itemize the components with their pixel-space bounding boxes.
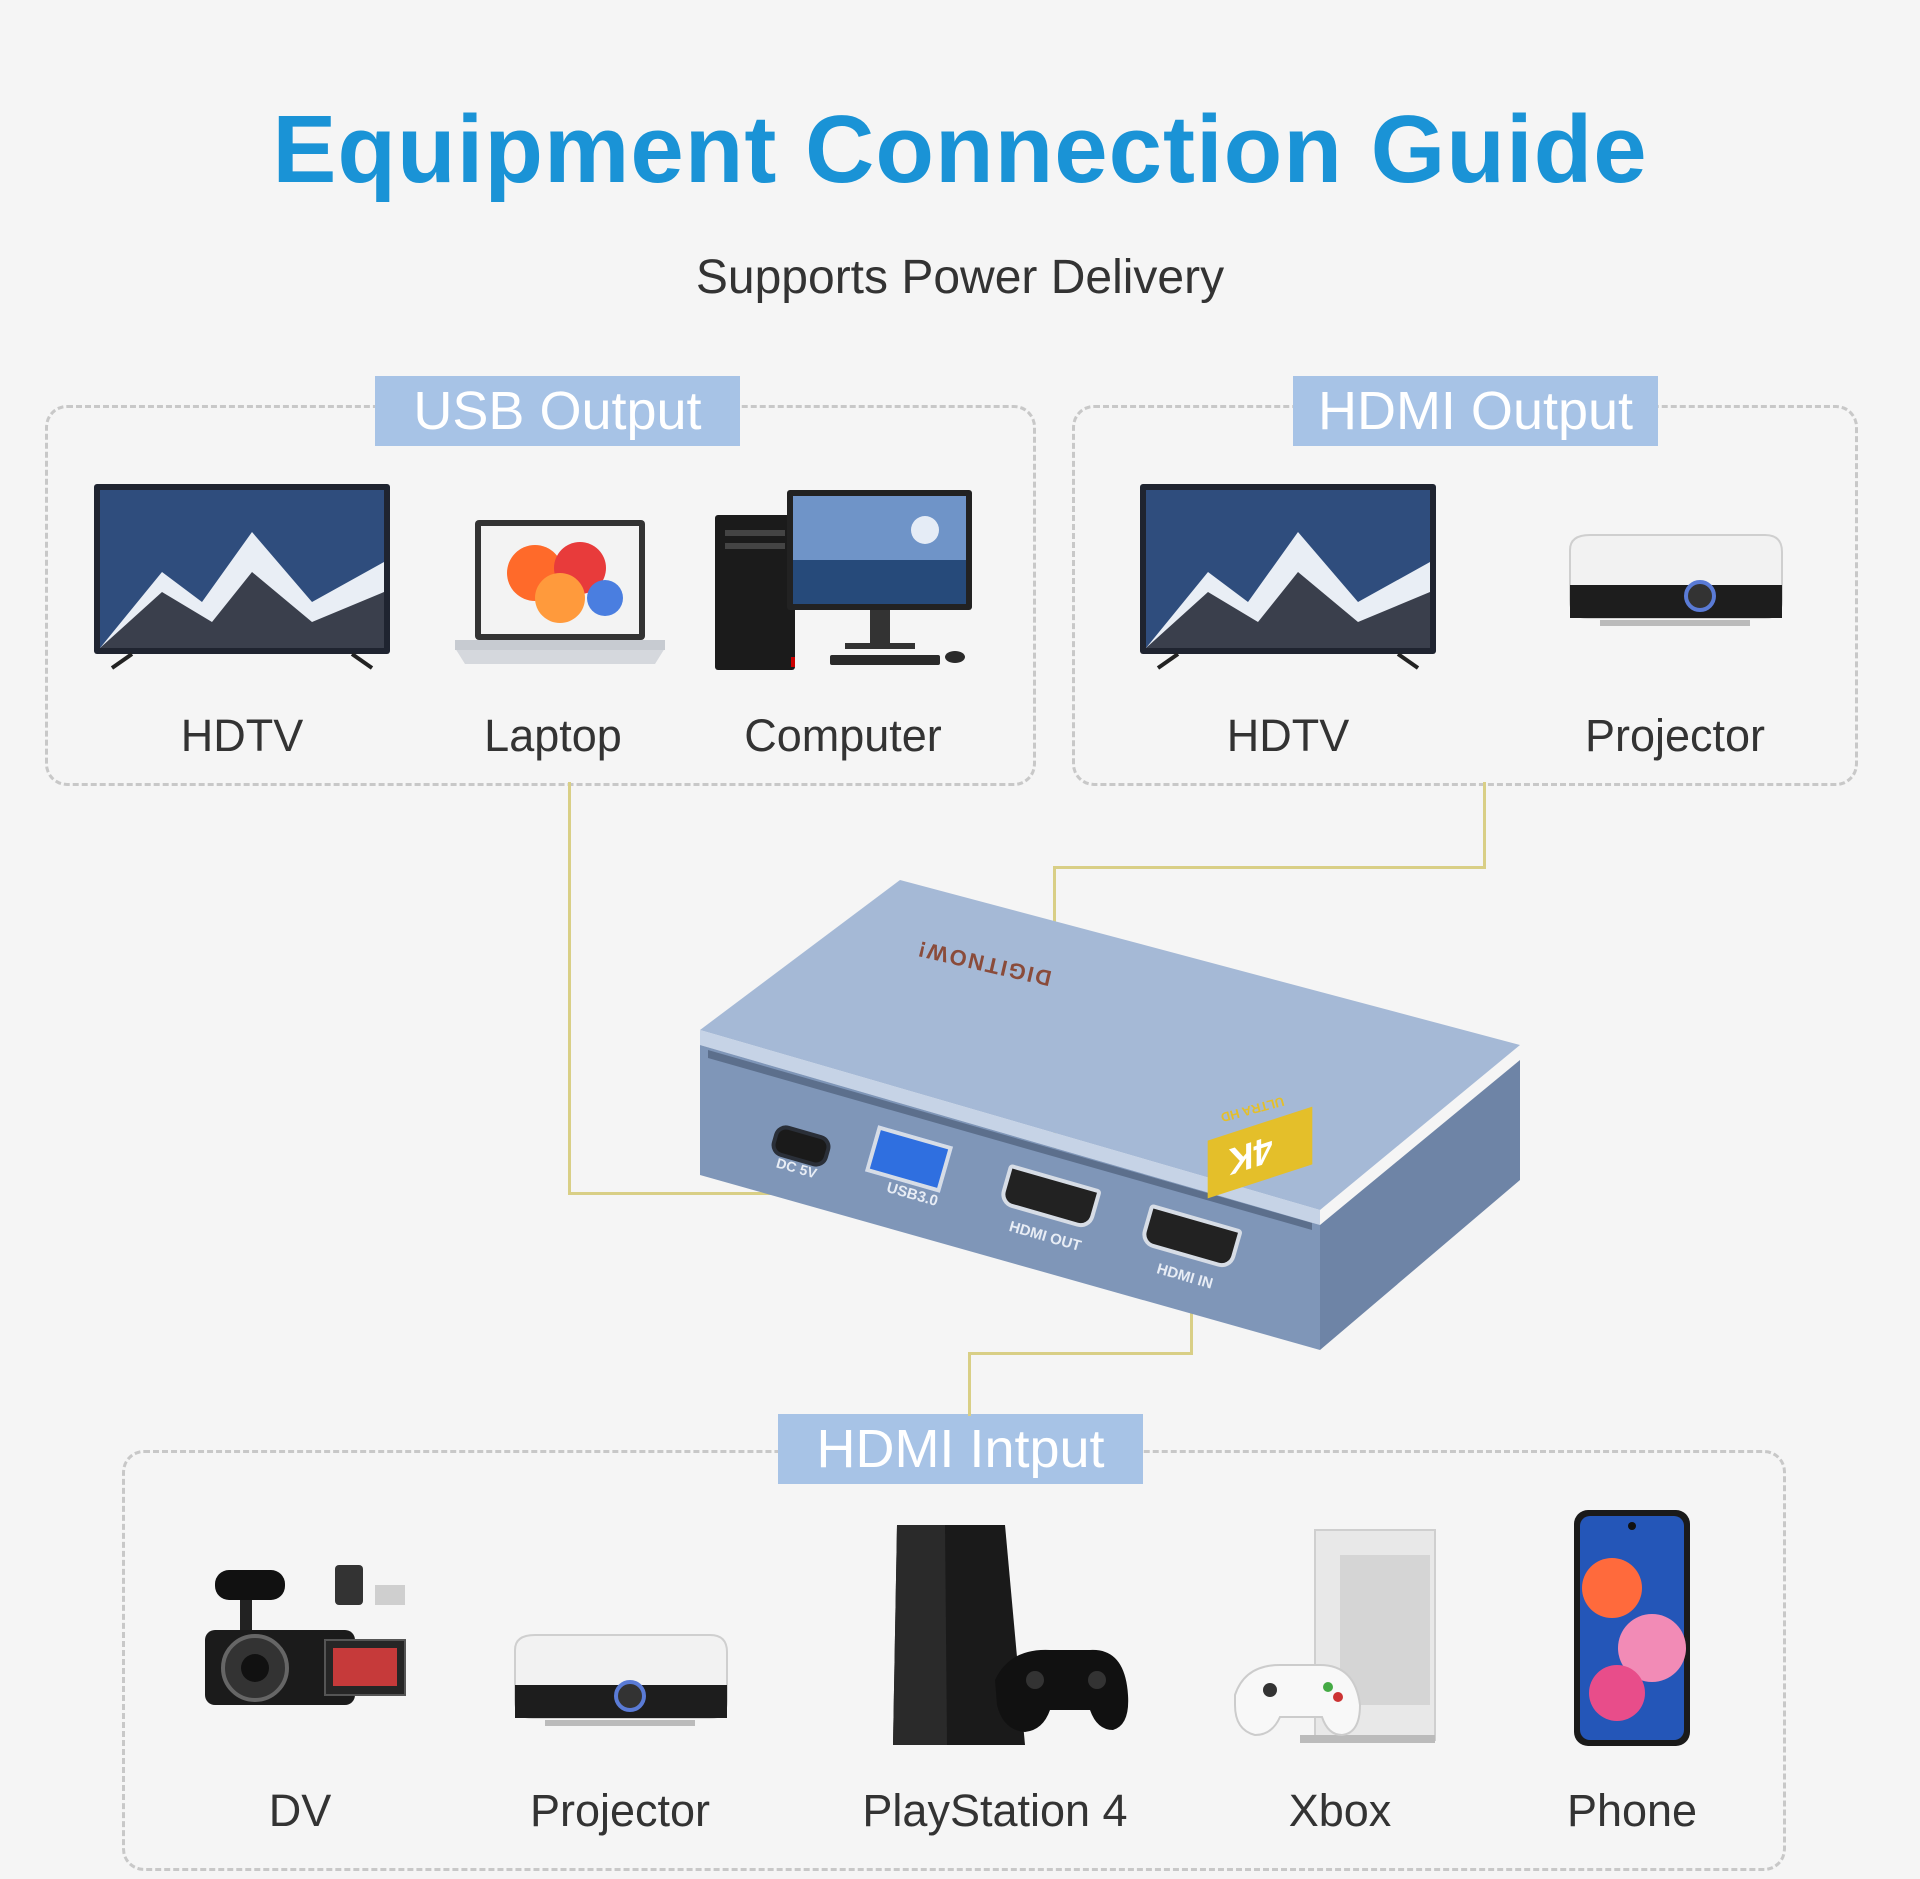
xbox-console-icon: [1234, 1529, 1436, 1743]
page-title: Equipment Connection Guide: [272, 96, 1648, 203]
laptop-icon: [455, 520, 665, 664]
game-console-icon: [893, 1525, 1129, 1745]
hdmi-out-hdtv-device: [1138, 482, 1438, 672]
projector-icon: [514, 1634, 728, 1726]
usb-output-wire-vertical: [568, 782, 571, 1194]
usb-computer-device: [715, 485, 985, 675]
page-subtitle: Supports Power Delivery: [695, 251, 1225, 304]
hdmi-output-wire-vertical: [1483, 782, 1486, 868]
tv-icon: [94, 484, 390, 670]
usb-laptop-device: [455, 518, 665, 668]
hub-4k-text: 4K: [1228, 1126, 1273, 1185]
hdmi-input-wire-down: [968, 1352, 971, 1416]
hdmi-in-phone-label: Phone: [1566, 1785, 1698, 1836]
projector-icon: [1569, 534, 1783, 626]
hdmi-input-wire-up: [1190, 1300, 1193, 1354]
usb-hdtv-device: [92, 482, 392, 672]
hdmi-input-label: HDMI Intput: [778, 1414, 1143, 1484]
usb-hdtv-label: HDTV: [180, 710, 304, 761]
hdmi-output-label: HDMI Output: [1293, 376, 1658, 446]
hdmi-in-phone-device: [1572, 1508, 1692, 1748]
hdmi-in-projector-label: Projector: [529, 1785, 711, 1836]
camcorder-icon: [205, 1565, 406, 1705]
usb-output-wire-horizontal: [568, 1192, 878, 1195]
hub-device: DIGITNOW! 4K ULTRA HD DC 5V USB3.0 HDMI …: [690, 880, 1520, 1350]
hdmi-in-ps4-device: [885, 1520, 1130, 1750]
hdmi-out-projector-label: Projector: [1584, 710, 1766, 761]
hdmi-in-dv-device: [195, 1560, 415, 1730]
hdmi-output-wire-horizontal: [1053, 866, 1486, 869]
tv-icon: [1140, 484, 1436, 670]
hdmi-in-projector-device: [505, 1630, 735, 1730]
hdmi-out-projector-device: [1560, 530, 1790, 630]
desktop-computer-icon: [715, 490, 972, 670]
hdmi-in-ps4-label: PlayStation 4: [862, 1785, 1128, 1836]
hdmi-input-wire-horizontal: [968, 1352, 1193, 1355]
hdmi-in-xbox-label: Xbox: [1288, 1785, 1392, 1836]
hdmi-out-hdtv-label: HDTV: [1226, 710, 1350, 761]
usb-computer-label: Computer: [744, 710, 942, 761]
hdmi-in-xbox-device: [1230, 1525, 1450, 1750]
hub-illustration: [700, 880, 1520, 1350]
smartphone-icon: [1574, 1510, 1690, 1746]
usb-laptop-label: Laptop: [484, 710, 622, 761]
usb-output-label: USB Output: [375, 376, 740, 446]
hdmi-in-dv-label: DV: [268, 1785, 332, 1836]
